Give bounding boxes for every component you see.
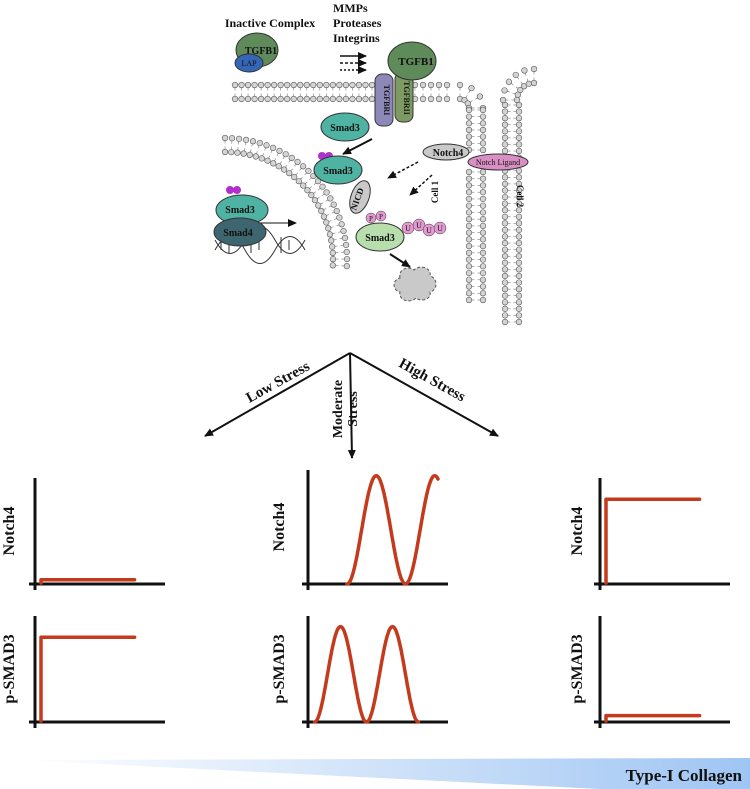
smad4-label: Smad4	[223, 228, 252, 239]
low-stress-label: Low Stress	[244, 358, 313, 406]
lap-shape	[234, 53, 264, 73]
notch-cleavage-arrow	[387, 161, 419, 179]
lap-label: LAP	[241, 59, 257, 68]
nuclear-smad3-label: Smad3	[225, 205, 254, 216]
series-line	[604, 497, 702, 585]
phosphorylation-arrow	[342, 138, 373, 155]
ubiquitin-label-1: U	[405, 224, 411, 233]
notch-to-smad-arrow	[409, 174, 433, 196]
ubiquitin-label-3: U	[426, 226, 432, 235]
activator-list: MMPs Proteases Integrins	[333, 1, 382, 45]
notch4-receptor	[422, 143, 470, 161]
collagen-gradient: Type-I Collagen	[20, 758, 750, 789]
low-stress-arrow	[204, 352, 351, 437]
tgfb1-bound-shape	[387, 41, 437, 81]
tgfbrii-label: TGFBRII	[402, 81, 411, 115]
tgfb1-bound-label: TGFB1	[398, 56, 433, 68]
tgfbri-shape	[374, 73, 394, 127]
phospho-label-2: P	[379, 213, 383, 221]
stress-branches: Low Stress Moderate Stress High Stress	[204, 352, 499, 459]
nuclear-membrane	[221, 134, 351, 270]
ub-smad3-label: Smad3	[365, 233, 394, 244]
ubiquitin-label-2: U	[416, 221, 422, 230]
series-line	[39, 578, 137, 585]
activation-arrows	[340, 52, 367, 74]
y-axis-label: Notch4	[1, 507, 18, 556]
ubiquitin-label-4: U	[437, 224, 443, 233]
plot-low-notch4: Notch4	[1, 478, 165, 590]
series-line	[39, 635, 137, 723]
activator-proteases: Proteases	[333, 16, 382, 30]
ubiquitinated-smad3: P P Smad3 U U U U	[355, 210, 447, 252]
plot-low-psmad3: p-SMAD3	[1, 616, 165, 728]
activator-integrins: Integrins	[333, 31, 380, 45]
stress-response-plots: Notch4 p-SMAD3 Notch4 p-SMAD3 Notch4 p-SMAD3	[1, 470, 730, 728]
series-line	[312, 624, 421, 724]
phospho-smad3: Smad3	[313, 152, 363, 185]
degraded-protein	[393, 266, 437, 302]
smad3-cytoplasm	[320, 112, 370, 142]
tgfb-receptor-complex: TGFBRII TGFBRI TGFB1	[374, 41, 437, 127]
inactive-complex: TGFB1 LAP	[234, 32, 279, 73]
y-axis-label: p-SMAD3	[1, 634, 18, 703]
y-axis-label: p-SMAD3	[271, 634, 288, 703]
smad-complex-on-dna: Smad3 Smad4	[213, 186, 306, 264]
series-line	[345, 473, 440, 586]
y-axis-label: Notch4	[569, 507, 586, 556]
notch4-receptor-label: Notch4	[433, 148, 464, 159]
cell1-label: Cell 1	[430, 180, 440, 203]
phospho-smad3-label: Smad3	[323, 166, 352, 177]
series-line	[604, 713, 702, 723]
nicd: NICD	[349, 180, 371, 214]
collagen-wedge	[20, 758, 750, 789]
degradation-arrow	[389, 253, 411, 268]
moderate-label: Moderate	[331, 380, 346, 438]
tgfbri-label: TGFBRI	[382, 85, 391, 116]
notch-ligand-label: Notch Ligand	[476, 158, 520, 167]
activator-mmps: MMPs	[333, 1, 368, 15]
plot-high-psmad3: p-SMAD3	[569, 616, 730, 728]
smad3-cytoplasm-label: Smad3	[330, 123, 359, 134]
cell2-label: Cell 2	[515, 185, 525, 208]
inactive-complex-label: Inactive Complex	[225, 16, 315, 30]
cell1-membrane-vertical	[465, 106, 487, 304]
cell2-membrane	[499, 65, 538, 326]
pathway-schematic: Inactive Complex TGFB1 LAP MMPs Protease…	[213, 1, 538, 326]
phospho-label-1: P	[369, 215, 373, 223]
tgfb1-label: TGFB1	[245, 46, 277, 57]
plot-high-notch4: Notch4	[569, 478, 730, 590]
high-stress-arrow	[349, 352, 499, 437]
notch-ligand	[467, 153, 529, 171]
plot-moderate-notch4: Notch4	[271, 470, 448, 590]
plot-moderate-psmad3: p-SMAD3	[271, 616, 448, 728]
cell-membrane-horizontal	[231, 81, 487, 112]
moderate-stress-label: Stress	[346, 391, 361, 427]
y-axis-label: p-SMAD3	[569, 634, 586, 703]
collagen-label: Type-I Collagen	[626, 766, 743, 785]
moderate-stress-arrow	[347, 352, 356, 459]
y-axis-label: Notch4	[271, 503, 288, 552]
